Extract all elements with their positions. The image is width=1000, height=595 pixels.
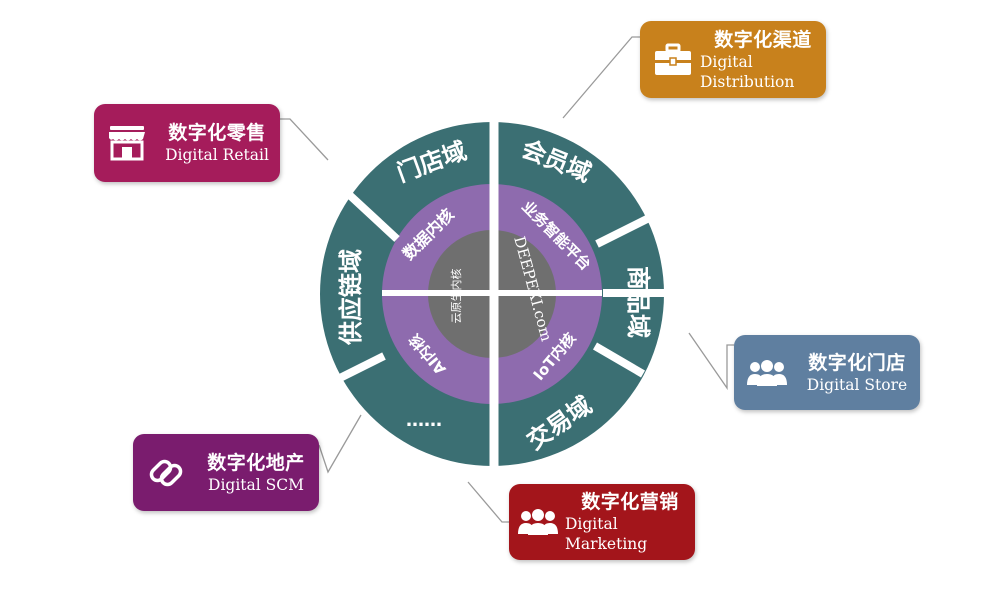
people-group-icon bbox=[511, 495, 565, 549]
card-digital-store[interactable]: 数字化门店 Digital Store bbox=[734, 335, 920, 410]
card-store-cn: 数字化门店 bbox=[808, 351, 906, 374]
card-store-en: Digital Store bbox=[806, 375, 908, 394]
storefront-icon bbox=[100, 116, 154, 170]
connector-distribution bbox=[562, 36, 640, 119]
card-distribution-cn: 数字化渠道 bbox=[714, 28, 812, 51]
card-retail-cn: 数字化零售 bbox=[168, 122, 266, 144]
ring-separators bbox=[334, 116, 666, 472]
card-retail-en: Digital Retail bbox=[165, 146, 269, 164]
card-digital-scm[interactable]: 数字化地产 Digital SCM bbox=[133, 434, 319, 511]
card-marketing-en: Digital Marketing bbox=[565, 515, 648, 553]
connector-store bbox=[688, 332, 734, 391]
inner-label-cloud-native-core: 云原生内核 bbox=[449, 269, 463, 324]
outer-label-supply-chain-domain: 供应链域 bbox=[337, 249, 365, 346]
connector-retail bbox=[280, 118, 329, 161]
separator-outer-upper-left bbox=[340, 186, 400, 242]
outer-label-more: …… bbox=[406, 410, 442, 431]
connector-scm bbox=[318, 414, 362, 474]
link-icon bbox=[139, 446, 193, 500]
card-distribution-en: Digital Distribution bbox=[700, 52, 795, 91]
card-scm-en: Digital SCM bbox=[208, 475, 304, 494]
card-digital-marketing[interactable]: 数字化营销 Digital Marketing bbox=[509, 484, 695, 560]
card-digital-distribution[interactable]: 数字化渠道 Digital Distribution bbox=[640, 21, 826, 98]
card-marketing-cn: 数字化营销 bbox=[581, 491, 679, 513]
card-digital-retail[interactable]: 数字化零售 Digital Retail bbox=[94, 104, 280, 182]
outer-label-product-domain: 商品域 bbox=[624, 266, 652, 338]
separator-outer-upper-right bbox=[595, 213, 653, 248]
briefcase-icon bbox=[646, 33, 700, 87]
card-scm-cn: 数字化地产 bbox=[207, 451, 305, 474]
people-group-icon bbox=[740, 346, 794, 400]
separator-outer-lower-right bbox=[592, 342, 646, 378]
connector-lines bbox=[280, 36, 734, 523]
separator-outer-lower-left bbox=[334, 352, 386, 384]
connector-marketing bbox=[467, 481, 509, 523]
